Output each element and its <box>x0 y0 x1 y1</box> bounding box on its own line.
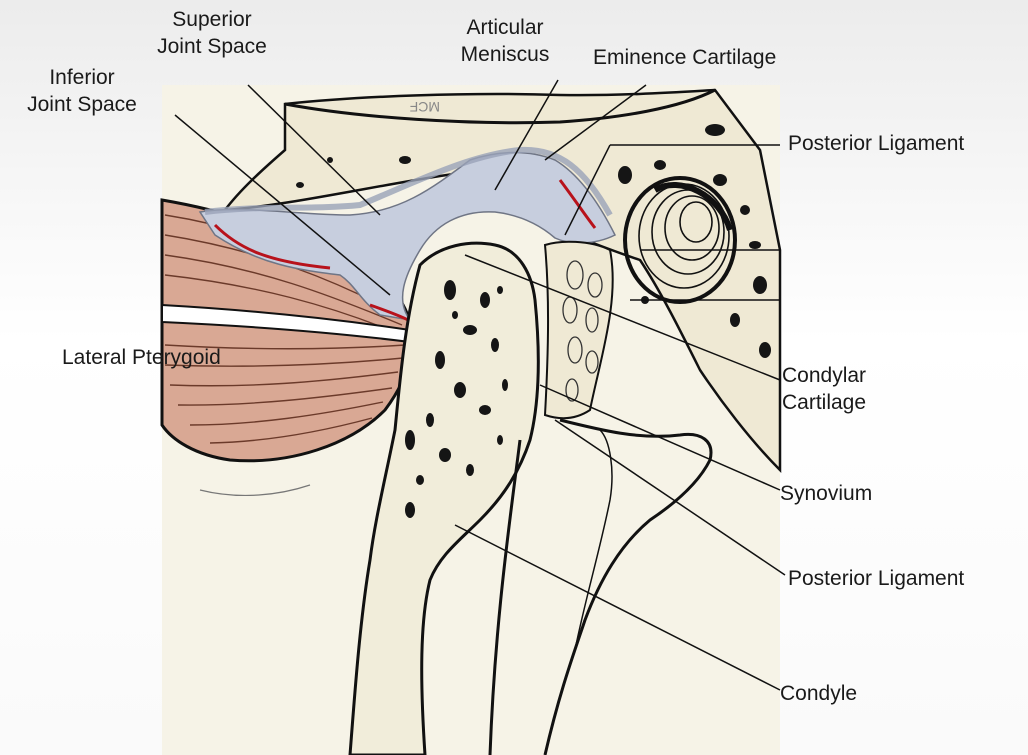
label-articular-meniscus: Articular Meniscus <box>425 14 585 68</box>
label-posterior-ligament-top: Posterior Ligament <box>788 130 964 157</box>
label-inferior-joint-space-line1: Inferior <box>2 64 162 91</box>
label-posterior-ligament-bottom: Posterior Ligament <box>788 565 964 592</box>
label-inferior-joint-space-line2: Joint Space <box>2 91 162 118</box>
label-eminence-cartilage: Eminence Cartilage <box>593 44 776 71</box>
label-superior-joint-space-line2: Joint Space <box>132 33 292 60</box>
label-inferior-joint-space: Inferior Joint Space <box>2 64 162 118</box>
label-superior-joint-space: Superior Joint Space <box>132 6 292 60</box>
mcf-stamp: MCF <box>410 99 440 115</box>
label-condylar-cartilage-line2: Cartilage <box>782 389 866 416</box>
label-synovium: Synovium <box>780 480 872 507</box>
label-condyle: Condyle <box>780 680 857 707</box>
label-articular-meniscus-line2: Meniscus <box>425 41 585 68</box>
label-condylar-cartilage-line1: Condylar <box>782 362 866 389</box>
label-superior-joint-space-line1: Superior <box>132 6 292 33</box>
label-lateral-pterygoid: Lateral Pterygoid <box>62 344 221 371</box>
label-articular-meniscus-line1: Articular <box>425 14 585 41</box>
label-condylar-cartilage: Condylar Cartilage <box>782 362 866 416</box>
